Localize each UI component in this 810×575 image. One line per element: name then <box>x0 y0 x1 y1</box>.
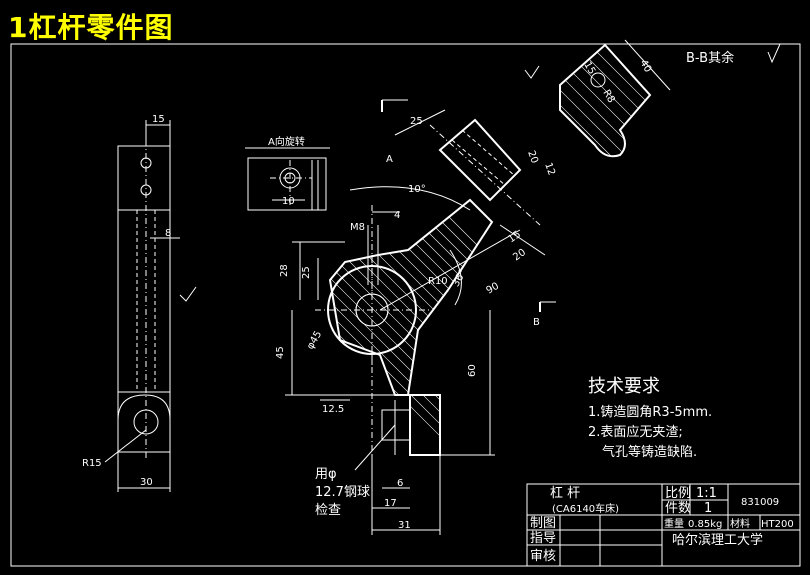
dim-20: 20 <box>525 149 540 165</box>
dim-6: 6 <box>397 478 403 489</box>
tb-row-guide: 指导 <box>530 531 556 546</box>
tb-row-draw: 制图 <box>530 516 556 531</box>
tb-school: 哈尔滨理工大学 <box>672 532 763 548</box>
dim-20b: 20 <box>511 247 528 263</box>
tb-qty-value: 1 <box>704 501 712 516</box>
dim-28: 28 <box>279 264 290 277</box>
dim-r10: R10 <box>428 276 448 287</box>
tb-weight-label: 重量 <box>664 517 684 530</box>
mark-a: A <box>386 154 393 165</box>
dim-top-width: 15 <box>152 114 165 125</box>
tb-scale-value: 1:1 <box>696 486 717 501</box>
section-b-b: B-B其余 40 R8 15 <box>524 39 781 158</box>
dim-r15: R15 <box>82 458 102 469</box>
dim-90: 90 <box>485 281 502 297</box>
note-ball-3: 检查 <box>315 503 341 518</box>
dim-12-5: 12.5 <box>322 404 344 415</box>
section-note: B-B其余 <box>686 50 734 66</box>
tb-weight-value: 0.85kg <box>688 519 722 530</box>
view-a: A向旋转 10 <box>245 135 330 211</box>
tb-material-value: HT200 <box>761 519 794 530</box>
dim-60: 60 <box>467 364 478 377</box>
dim-31: 31 <box>398 520 411 531</box>
dim-phi45: φ45 <box>305 329 324 351</box>
dim-view-a-10: 10 <box>282 196 295 207</box>
note-ball-2: 12.7钢球 <box>315 485 370 500</box>
dim-17: 17 <box>384 498 397 509</box>
dim-45: 45 <box>275 346 286 359</box>
mark-b: B <box>533 317 540 328</box>
drawing-title: 1杠杆零件图 <box>8 11 174 44</box>
note-ball-1: 用φ <box>315 467 337 482</box>
tb-part-name: 杠 杆 <box>550 485 580 501</box>
view-a-label: A向旋转 <box>268 135 305 148</box>
dim-12: 12 <box>542 161 557 177</box>
dim-10deg: 10° <box>408 184 426 195</box>
tb-qty-label: 件数 <box>665 501 691 516</box>
dim-m8: M8 <box>350 222 365 233</box>
dim-36deg: 36° <box>451 268 469 289</box>
side-view: 15 8 R15 30 <box>82 114 197 492</box>
drawing-border <box>10 43 801 567</box>
main-view: 28 25 45 φ45 R10 M8 4 10° 36° 90 60 25 2… <box>275 99 557 535</box>
tech-item-3: 气孔等铸造缺陷. <box>602 444 697 460</box>
dim-40: 40 <box>637 58 653 75</box>
tech-heading: 技术要求 <box>588 376 660 397</box>
dim-w30: 30 <box>140 477 153 488</box>
dim-side-8: 8 <box>165 228 171 239</box>
dim-25: 25 <box>410 116 423 127</box>
tb-drawing-no: 831009 <box>741 497 779 508</box>
dim-25b: 25 <box>301 266 312 279</box>
tb-material-label: 材料 <box>730 517 750 530</box>
tb-row-review: 审核 <box>530 549 556 564</box>
dim-4: 4 <box>394 210 400 221</box>
tb-machine: (CA6140车床) <box>552 502 619 515</box>
tb-scale-label: 比例 <box>665 486 691 501</box>
tech-item-1: 1.铸造圆角R3-5mm. <box>588 404 712 420</box>
tech-item-2: 2.表面应无夹渣; <box>588 424 683 440</box>
title-block: 杠 杆 (CA6140车床) 比例 1:1 件数 1 831009 制图 指导 … <box>526 483 801 567</box>
